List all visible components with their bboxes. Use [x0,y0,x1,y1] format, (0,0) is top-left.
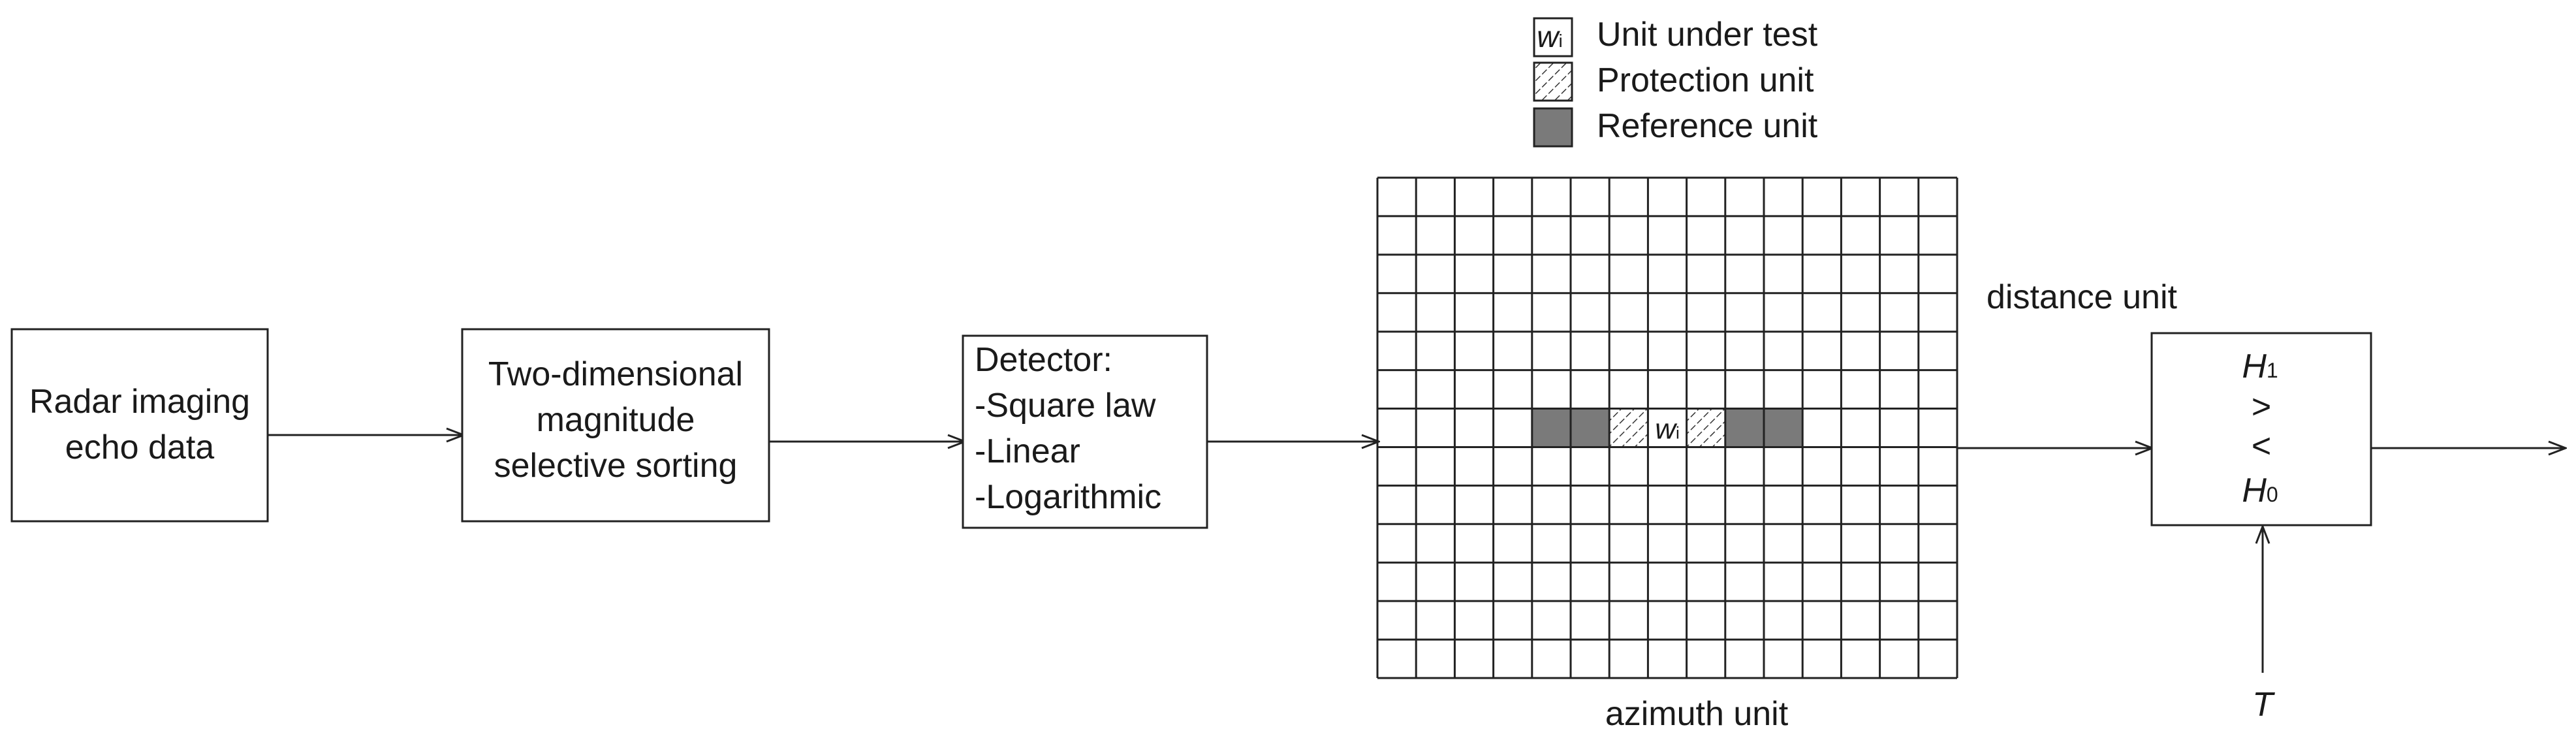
sorting-block-line-2: magnitude [537,401,695,439]
grid-cell-reference [1764,408,1803,447]
grid-cell-protection [1686,408,1725,447]
radar-block-line-2: echo data [65,429,214,466]
grid-cell-protection [1609,408,1648,447]
azimuth-unit-label: azimuth unit [1605,695,1789,733]
legend-label-protection: Protection unit [1597,61,1814,99]
legend-label-test: Unit under test [1597,16,1818,54]
less-than-symbol: < [2252,427,2271,465]
grid-cell-test [1648,408,1687,447]
decision-block: H1 > < H0 [2150,332,2372,526]
detector-block: Detector: -Square law -Linear -Logarithm… [962,334,1208,529]
grid-highlight-cells [1531,408,1803,447]
range-azimuth-grid [1376,176,1958,679]
detector-line-1: Detector: [975,341,1112,379]
distance-unit-label: distance unit [1987,278,2178,316]
legend-swatch-protection [1533,61,1573,102]
grid-test-cell-text: wi [1655,413,1680,445]
sorting-block-line-3: selective sorting [494,447,738,485]
hypothesis-h0: H0 [2242,472,2278,509]
legend-swatch-reference [1533,107,1573,148]
legend-item-protection: Protection unit [1533,61,1814,102]
legend-item-reference: Reference unit [1533,107,1818,148]
threshold-label: T [2252,686,2275,724]
hypothesis-h1: H1 [2242,348,2278,385]
grid-test-cell-label: wi [1655,413,1680,445]
legend-label-reference: Reference unit [1597,107,1818,145]
detector-line-2: -Square law [975,387,1156,425]
detector-line-4: -Logarithmic [975,478,1161,516]
legend-swatch-test-sub: i [1559,31,1563,51]
legend: wi Unit under test Protection unit Refer… [1533,16,1818,148]
legend-item-test: wi Unit under test [1533,16,1818,57]
sorting-block-line-1: Two-dimensional [488,355,743,393]
greater-than-symbol: > [2252,388,2271,426]
legend-swatch-test-text: w [1537,20,1560,54]
grid-cell-reference [1725,408,1764,447]
detector-line-3: -Linear [975,432,1080,470]
radar-block-line-1: Radar imaging [29,383,250,421]
radar-echo-block: Radar imaging echo data [10,328,269,523]
grid-cell-reference [1571,408,1610,447]
legend-swatch-test [1533,17,1573,57]
svg-text:wi: wi [1537,20,1562,54]
sorting-block: Two-dimensional magnitude selective sort… [461,328,770,523]
grid-cell-reference [1531,408,1571,447]
